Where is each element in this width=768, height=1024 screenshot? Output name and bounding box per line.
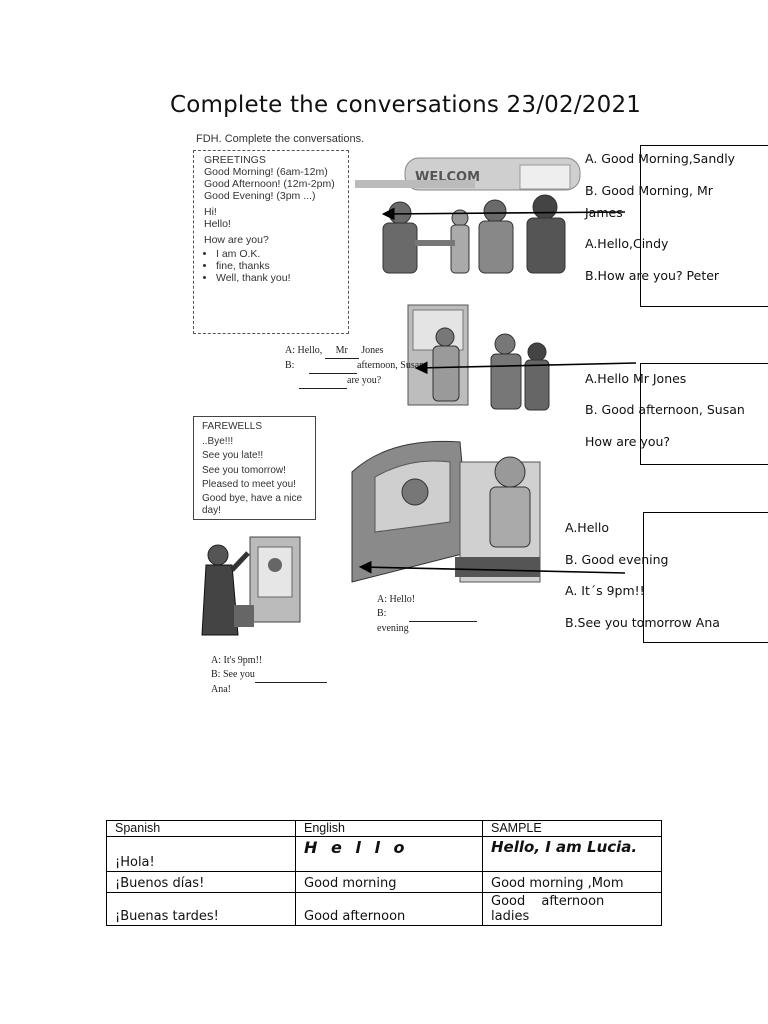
farewells-heading: FAREWELLS — [202, 421, 263, 432]
farewell-line: See you late!! — [202, 450, 264, 461]
dialog-2: A: Hello! B: evening — [377, 593, 487, 636]
dialog-line: B: — [377, 608, 389, 619]
answer-line: B.How are you? Peter — [585, 268, 720, 283]
car-drive-thru-illustration — [351, 440, 541, 583]
dialog-line: B: See you — [211, 669, 255, 680]
table-row: ¡Buenos días! Good morning Good morning … — [106, 871, 662, 893]
greeting-answer: fine, thanks — [216, 260, 338, 272]
dialog-blank — [308, 359, 357, 374]
answer-line: A. It´s 9pm!! — [565, 583, 645, 598]
table-cell: Hello, I am Lucia. — [482, 836, 662, 872]
table-cell: Good afternoon — [295, 892, 483, 926]
greeting-question: How are you? — [204, 234, 269, 246]
table-cell: ¡Buenos días! — [106, 871, 296, 893]
woman-waving-illustration — [201, 536, 301, 636]
welcome-scene-illustration: WELCOM — [355, 157, 581, 274]
dialog-3: A: It's 9pm!! B: See you Ana! — [211, 654, 351, 697]
vocabulary-table: Spanish English SAMPLE ¡Hola! H e l l o … — [106, 820, 662, 926]
table-cell: Good afternoon ladies — [482, 892, 662, 926]
table-cell: H e l l o — [295, 836, 483, 872]
table-header: Spanish — [106, 820, 296, 837]
dialog-line: A: Hello, — [285, 345, 325, 356]
dialog-blank — [299, 374, 347, 389]
answer-box-3 — [643, 512, 768, 643]
page-title: Complete the conversations 23/02/2021 — [170, 92, 642, 118]
table-header: SAMPLE — [482, 820, 662, 837]
answer-line: B. Good afternoon, Susan — [585, 402, 745, 417]
answer-line: B. Good Morning, Mr — [585, 183, 713, 198]
farewell-line: Good bye, have a nice day! — [202, 492, 303, 516]
greetings-box: GREETINGS Good Morning! (6am-12m) Good A… — [193, 150, 349, 334]
answer-line: How are you? — [585, 434, 671, 449]
answer-box-1 — [640, 145, 768, 307]
table-cell: Good morning — [295, 871, 483, 893]
greeting-answer: I am O.K. — [216, 248, 338, 260]
dialog-blank — [408, 607, 477, 622]
answer-line: B.See you tomorrow Ana — [565, 615, 720, 630]
worksheet-instruction: FDH. Complete the conversations. — [196, 133, 365, 145]
answer-line: A.Hello Mr Jones — [585, 371, 687, 386]
table-header: English — [295, 820, 483, 837]
dialog-line: Jones — [358, 345, 384, 356]
table-row: ¡Hola! H e l l o Hello, I am Lucia. — [106, 836, 662, 872]
farewells-box: FAREWELLS ..Bye!!! See you late!! See yo… — [193, 416, 316, 520]
greeting-line: Good Evening! (3pm ...) — [204, 190, 316, 202]
dialog-line: afternoon, Susan — [356, 360, 425, 371]
table-cell: Good morning ,Mom — [482, 871, 662, 893]
dialog-1: A: Hello, Mr Jones B: afternoon, Susan a… — [285, 344, 445, 389]
table-cell: ¡Buenas tardes! — [106, 892, 296, 926]
table-row: ¡Buenas tardes! Good afternoon Good afte… — [106, 892, 662, 926]
greeting-answer: Well, thank you! — [216, 272, 338, 284]
greeting-line: Good Morning! (6am-12m) — [204, 166, 328, 178]
farewell-line: See you tomorrow! — [202, 464, 286, 476]
farewell-line: Pleased to meet you! — [202, 479, 296, 490]
dialog-line: evening — [377, 623, 409, 634]
greeting-answer-list: I am O.K. fine, thanks Well, thank you! — [204, 248, 338, 284]
dialog-line: are you? — [347, 375, 382, 386]
greeting-short: Hello! — [204, 218, 231, 230]
table-cell: ¡Hola! — [106, 836, 296, 872]
farewell-line: ..Bye!!! — [202, 435, 234, 447]
answer-line: James — [585, 205, 623, 220]
greetings-heading: GREETINGS — [204, 154, 266, 166]
dialog-fill: Mr — [324, 344, 359, 359]
answer-line: A.Hello — [565, 520, 609, 535]
dialog-line: A: It's 9pm!! — [211, 655, 263, 666]
answer-box-2 — [640, 363, 768, 465]
answer-line: A.Hello,Cindy — [585, 236, 669, 251]
table-header-row: Spanish English SAMPLE — [106, 820, 662, 837]
dialog-blank — [254, 668, 327, 683]
answer-line: A. Good Morning,Sandly — [585, 151, 736, 166]
greeting-short: Hi! — [204, 206, 217, 218]
dialog-line: B: — [285, 360, 297, 371]
dialog-line: A: Hello! — [377, 594, 416, 605]
answer-line: B. Good evening — [565, 552, 669, 567]
greeting-line: Good Afternoon! (12m-2pm) — [204, 178, 335, 190]
dialog-line: Ana! — [211, 684, 231, 695]
